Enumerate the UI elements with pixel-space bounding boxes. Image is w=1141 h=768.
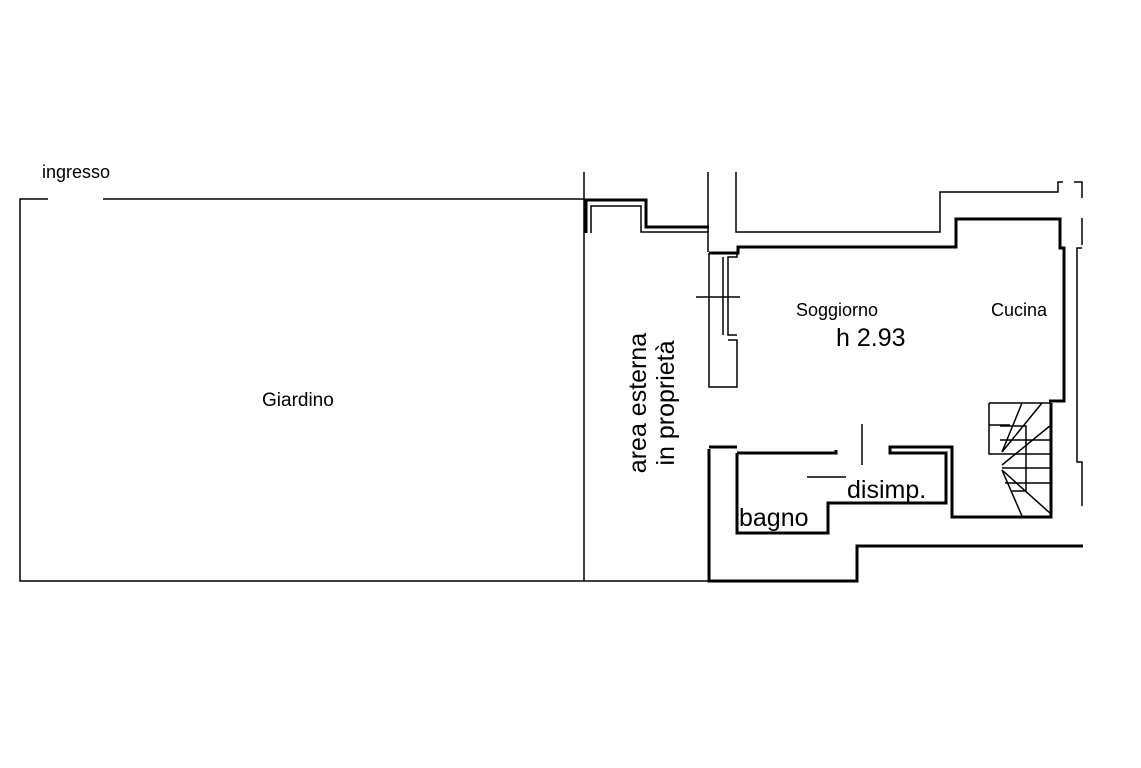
apartment-walls bbox=[696, 217, 1083, 583]
living-room-label: Soggiorno bbox=[796, 300, 879, 320]
hallway-label: disimp. bbox=[847, 476, 927, 504]
garden-label: Giardino bbox=[262, 390, 334, 411]
entrance-label: ingresso bbox=[42, 162, 111, 182]
outdoor-area-label-line1: area esterna bbox=[624, 332, 652, 474]
staircase bbox=[988, 402, 1052, 517]
bathroom-label: bagno bbox=[739, 504, 809, 532]
kitchen-label: Cucina bbox=[991, 300, 1048, 320]
outdoor-area-label-line2: in proprietà bbox=[652, 340, 680, 466]
outdoor-area-wall bbox=[584, 198, 709, 582]
outdoor-area-label: area esterna in proprietà bbox=[624, 333, 680, 473]
garden-outline bbox=[19, 172, 585, 582]
ceiling-height-label: h 2.93 bbox=[836, 324, 906, 352]
neighbour-boundary bbox=[707, 172, 1083, 506]
